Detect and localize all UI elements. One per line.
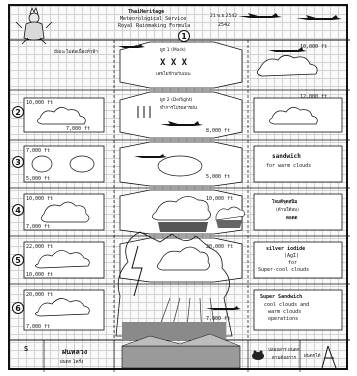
right-r5-line4: Super-cool clouds [258,267,309,273]
center-r2-note: ทำการโปรยสารฝน [160,106,197,112]
left-r6-top-alt: 20,000 ft [26,292,53,298]
step-number-3: 3 [12,156,24,168]
left-r5-bottom-alt: 10,000 ft [26,272,53,278]
step-number-1: 1 [178,30,190,42]
rainmaking-diagram-sheet: ThaiHeritage Meteorological Service Roya… [8,4,348,370]
right-r6-line2: cool clouds and [264,302,309,308]
left-r3-bottom-alt: 5,000 ft [26,176,50,182]
left-r5-top-alt: 22,000 ft [26,244,53,250]
left-r3-top-alt: 7,000 ft [26,148,50,154]
center-r1-marks: X X X [160,58,187,68]
aircraft-icons [238,13,342,20]
footer-mid-sub: ตามต้องการ [272,356,296,362]
header-title-line1: ThaiHeritage [128,9,164,15]
step-number-5: 5 [12,254,24,266]
right-r2-alt: 12,000 ft [300,94,327,100]
right-r4-line2: (ด้านใต้ลม) [276,208,299,214]
footer-code: S [24,346,28,352]
step-number-4: 4 [12,204,24,216]
right-r5-line2: (AgI) [284,253,299,259]
footer-right-text: ฝนตกได้ [304,354,321,360]
header-title-line3: Royal Rainmaking Formula [118,23,190,29]
header-date: 21 พ.ย.2542 [210,14,237,20]
right-r5-line1: silver iodide [266,246,305,252]
left-r2-top-alt: 10,000 ft [26,100,53,106]
right-r3-line1: sandwich [272,154,301,160]
center-r2-title: ผูก 2 (Deflight) [160,98,192,104]
right-r4-line1: โจมตีจุดสนิม [272,200,297,206]
footer-mid-text: ปล่อยสาร ฝนตก [268,348,299,354]
left-r4-top-alt: 10,000 ft [26,196,53,202]
step-number-6: 6 [12,302,24,314]
left-r1-text: มีเมฆ ไม่ต่อเนื่องทั่วฟ้า [54,50,98,56]
center-r3-alt: 5,000 ft [206,174,230,180]
footer-left-title: ฝนหลวง [62,348,87,356]
footer-left-sub: ฝนตก 1ครั้ง [60,360,83,366]
center-r4-alt: 10,000 ft [206,196,233,202]
left-r6-bottom-alt: 7,000 ft [26,324,50,330]
right-r4-line3: ดอดด [286,216,297,222]
right-r1-alt: 10,000 ft [300,44,327,50]
left-r2-bottom-alt: 7,000 ft [66,126,90,132]
center-r1-note: เลขไม่ข้ามกับเมฆ [156,72,191,78]
step-number-2: 2 [12,106,24,118]
deity-figure-icon [16,8,52,44]
header-date-sub: 2542 [218,22,230,28]
right-r3-line2: for warm clouds [266,163,311,169]
center-r6-alt: 7,000 ft [206,316,230,322]
right-r6-line4: operations [268,316,298,322]
center-r1-title: ผูก 1 (Mark) [160,48,186,54]
right-r6-line1: Super Sandwich [260,294,302,300]
center-r2-alt: 8,000 ft [206,128,230,134]
center-r5-alt: 20,000 ft [206,244,233,250]
header-title-line2: Meteorological Service [120,16,186,22]
right-r6-line3: warm clouds [268,309,301,315]
right-r5-line3: for [288,260,297,266]
left-r4-bottom-alt: 7,000 ft [26,224,50,230]
frog-icon [252,351,264,361]
rain-figure-icon [322,346,336,368]
